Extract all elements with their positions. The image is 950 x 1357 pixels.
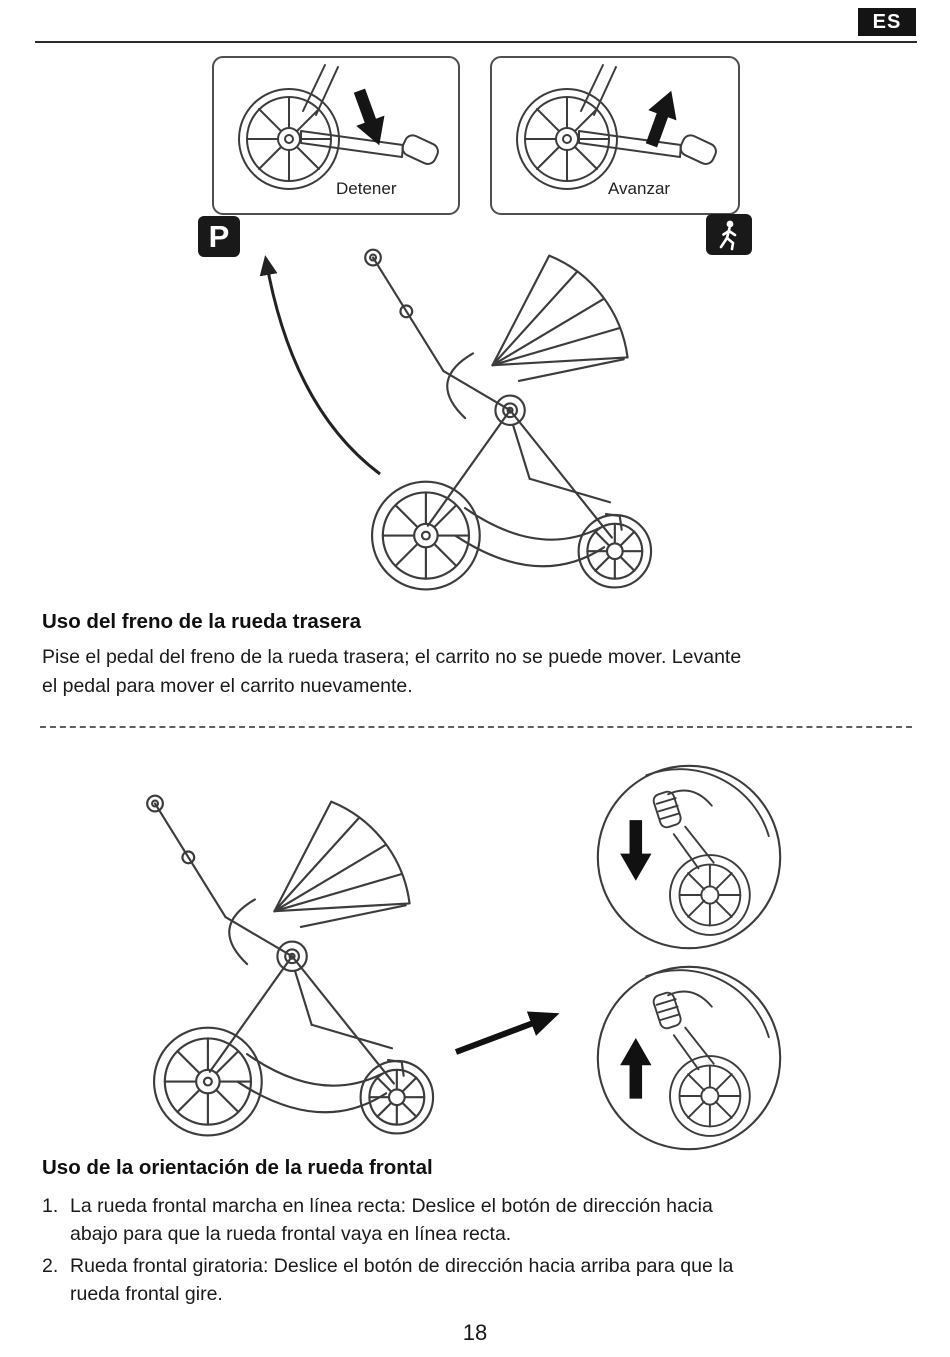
brake-pedal-down-panel: Detener xyxy=(212,56,460,215)
right-arrow-icon xyxy=(454,1011,560,1055)
brake-pedal-up-panel: Avanzar xyxy=(490,56,740,215)
list-number: 1. xyxy=(42,1195,59,1217)
dashed-divider xyxy=(40,726,912,728)
front-wheel-detail-swivel xyxy=(596,965,782,1151)
brake-body-text: Pise el pedal del freno de la rueda tras… xyxy=(42,643,922,701)
list-text-line: La rueda frontal marcha en línea recta: … xyxy=(70,1195,713,1217)
walking-person-icon xyxy=(706,214,752,255)
list-text-line: abajo para que la rueda frontal vaya en … xyxy=(70,1223,512,1245)
parking-icon: P xyxy=(198,216,240,257)
language-badge: ES xyxy=(858,8,916,36)
list-number: 2. xyxy=(42,1255,59,1277)
section-heading-swivel: Uso de la orientación de la rueda fronta… xyxy=(42,1156,433,1179)
go-label: Avanzar xyxy=(608,179,671,198)
front-wheel-detail-locked xyxy=(596,764,782,950)
list-text-line: rueda frontal gire. xyxy=(70,1283,223,1305)
brake-body-line: el pedal para mover el carrito nuevament… xyxy=(42,675,413,697)
list-item: 1. La rueda frontal marcha en línea rect… xyxy=(42,1192,918,1248)
top-divider xyxy=(35,41,917,43)
stroller-illustration-swivel xyxy=(146,794,435,1137)
pedestrian-glyph xyxy=(719,220,737,250)
list-item: 2. Rueda frontal giratoria: Deslice el b… xyxy=(42,1252,918,1308)
brake-body-line: Pise el pedal del freno de la rueda tras… xyxy=(42,646,742,668)
page-number: 18 xyxy=(462,1320,488,1345)
section-heading-brake: Uso del freno de la rueda trasera xyxy=(42,610,362,633)
list-text-line: Rueda frontal giratoria: Deslice el botó… xyxy=(70,1255,734,1277)
stop-label: Detener xyxy=(336,179,397,198)
curved-arrow-icon xyxy=(259,255,381,476)
